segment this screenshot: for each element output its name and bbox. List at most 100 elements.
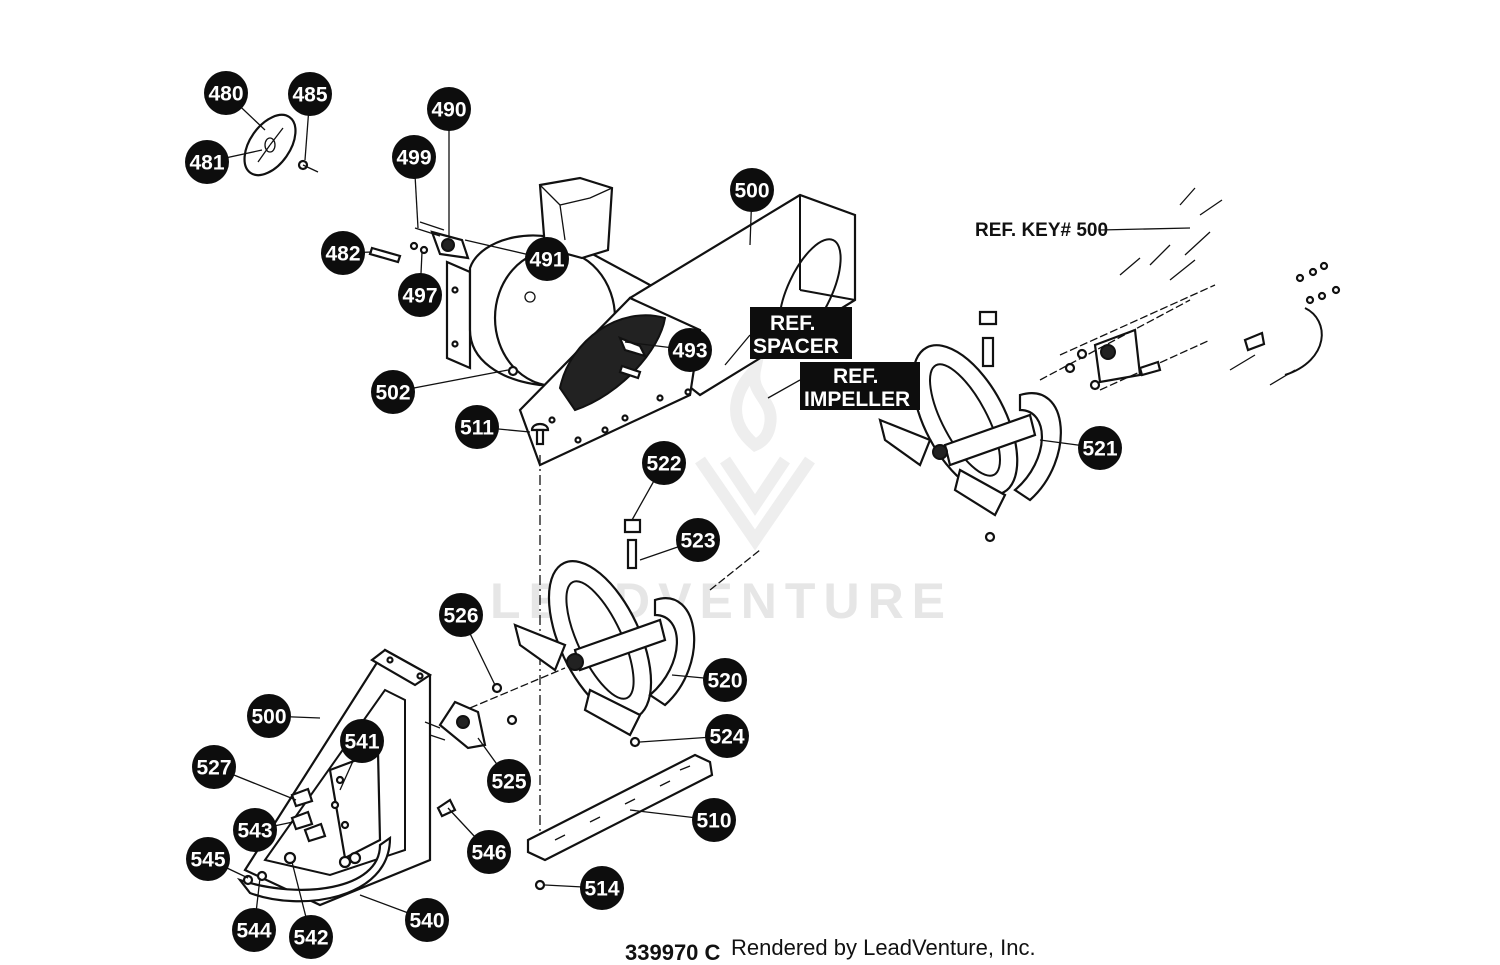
callout-label: 499 xyxy=(396,147,431,170)
callout-525[interactable]: 525 xyxy=(487,759,531,803)
ref-impeller-tag: REF. IMPELLER xyxy=(800,362,920,411)
callout-label: 493 xyxy=(672,340,707,363)
callout-circle xyxy=(340,719,384,763)
callout-521[interactable]: 521 xyxy=(1078,426,1122,470)
callout-482[interactable]: 482 xyxy=(321,231,365,275)
callout-511[interactable]: 511 xyxy=(455,405,499,449)
callout-label: 485 xyxy=(292,84,327,107)
callout-label: 500 xyxy=(251,706,286,729)
callout-label: 490 xyxy=(431,99,466,122)
callout-circle xyxy=(467,830,511,874)
callout-514[interactable]: 514 xyxy=(580,866,624,910)
callout-label: 541 xyxy=(344,731,379,754)
callout-circle xyxy=(427,87,471,131)
part-drawing-chute-wheel xyxy=(243,113,319,177)
callout-527[interactable]: 527 xyxy=(192,745,236,789)
callout-circle xyxy=(487,759,531,803)
callout-label: 524 xyxy=(709,726,744,749)
callout-label: 526 xyxy=(443,605,478,628)
part-drawing-right-auger xyxy=(878,187,1341,543)
callout-label: 497 xyxy=(402,285,437,308)
callout-circle xyxy=(642,441,686,485)
ref-spacer-line1: REF. xyxy=(770,312,816,335)
callout-500a[interactable]: 500 xyxy=(730,168,774,212)
part-drawing-left-auger xyxy=(469,518,761,748)
callout-543[interactable]: 543 xyxy=(233,808,277,852)
callout-circle xyxy=(703,658,747,702)
callout-label: 500 xyxy=(734,180,769,203)
callout-546[interactable]: 546 xyxy=(467,830,511,874)
callout-circle xyxy=(730,168,774,212)
callout-circle xyxy=(186,837,230,881)
callout-label: 502 xyxy=(375,382,410,405)
callout-490[interactable]: 490 xyxy=(427,87,471,131)
callout-label: 522 xyxy=(646,453,681,476)
callout-label: 481 xyxy=(189,152,224,175)
callout-circle xyxy=(705,714,749,758)
diagram-number: 339970 C xyxy=(625,940,721,965)
callout-circle xyxy=(185,140,229,184)
callout-499[interactable]: 499 xyxy=(392,135,436,179)
callout-label: 546 xyxy=(471,842,506,865)
callout-circle xyxy=(580,866,624,910)
callout-label: 527 xyxy=(196,757,231,780)
callout-circle xyxy=(392,135,436,179)
callout-badges: 480 485 481 490 499 482 491 497 500 493 502 511 522 5… xyxy=(185,71,1122,959)
callout-label: 491 xyxy=(529,249,564,272)
callout-circle xyxy=(1078,426,1122,470)
callout-497[interactable]: 497 xyxy=(398,273,442,317)
callout-541[interactable]: 541 xyxy=(340,719,384,763)
callout-label: 514 xyxy=(584,878,619,901)
callout-526[interactable]: 526 xyxy=(439,593,483,637)
callout-522[interactable]: 522 xyxy=(642,441,686,485)
callout-label: 480 xyxy=(208,83,243,106)
callout-label: 510 xyxy=(696,810,731,833)
callout-circle xyxy=(439,593,483,637)
callout-label: 540 xyxy=(409,910,444,933)
callout-label: 482 xyxy=(325,243,360,266)
callout-523[interactable]: 523 xyxy=(676,518,720,562)
callout-label: 543 xyxy=(237,820,272,843)
ref-impeller-line2: IMPELLER xyxy=(804,388,910,411)
callout-510[interactable]: 510 xyxy=(692,798,736,842)
callout-circle xyxy=(525,237,569,281)
callout-label: 542 xyxy=(293,927,328,950)
callout-circle xyxy=(455,405,499,449)
callout-circle xyxy=(289,915,333,959)
callout-label: 544 xyxy=(236,920,271,943)
callout-493[interactable]: 493 xyxy=(668,328,712,372)
callout-544[interactable]: 544 xyxy=(232,908,276,952)
callout-545[interactable]: 545 xyxy=(186,837,230,881)
callout-label: 545 xyxy=(190,849,225,872)
callout-circle xyxy=(233,808,277,852)
callout-480[interactable]: 480 xyxy=(204,71,248,115)
watermark-logo-icon xyxy=(695,456,815,551)
callout-circle xyxy=(676,518,720,562)
callout-circle xyxy=(371,370,415,414)
part-drawing-shoe xyxy=(236,750,457,903)
ref-spacer-tag: REF. SPACER xyxy=(750,307,852,359)
rendered-by-credit: Rendered by LeadVenture, Inc. xyxy=(731,935,1036,960)
callout-circle xyxy=(247,694,291,738)
ref-impeller-line1: REF. xyxy=(833,365,879,388)
part-drawing-carriage-bolt xyxy=(530,422,550,840)
part-drawing-scraper-bar xyxy=(526,753,714,891)
callout-circle xyxy=(668,328,712,372)
callout-circle xyxy=(398,273,442,317)
callout-label: 525 xyxy=(491,771,526,794)
callout-485[interactable]: 485 xyxy=(288,72,332,116)
part-drawing-bearing-flange xyxy=(368,221,470,264)
callout-circle xyxy=(232,908,276,952)
callout-500b[interactable]: 500 xyxy=(247,694,291,738)
callout-circle xyxy=(288,72,332,116)
callout-520[interactable]: 520 xyxy=(703,658,747,702)
callout-491[interactable]: 491 xyxy=(525,237,569,281)
callout-circle xyxy=(204,71,248,115)
callout-540[interactable]: 540 xyxy=(405,898,449,942)
callout-502[interactable]: 502 xyxy=(371,370,415,414)
callout-542[interactable]: 542 xyxy=(289,915,333,959)
callout-label: 523 xyxy=(680,530,715,553)
callout-524[interactable]: 524 xyxy=(705,714,749,758)
callout-481[interactable]: 481 xyxy=(185,140,229,184)
